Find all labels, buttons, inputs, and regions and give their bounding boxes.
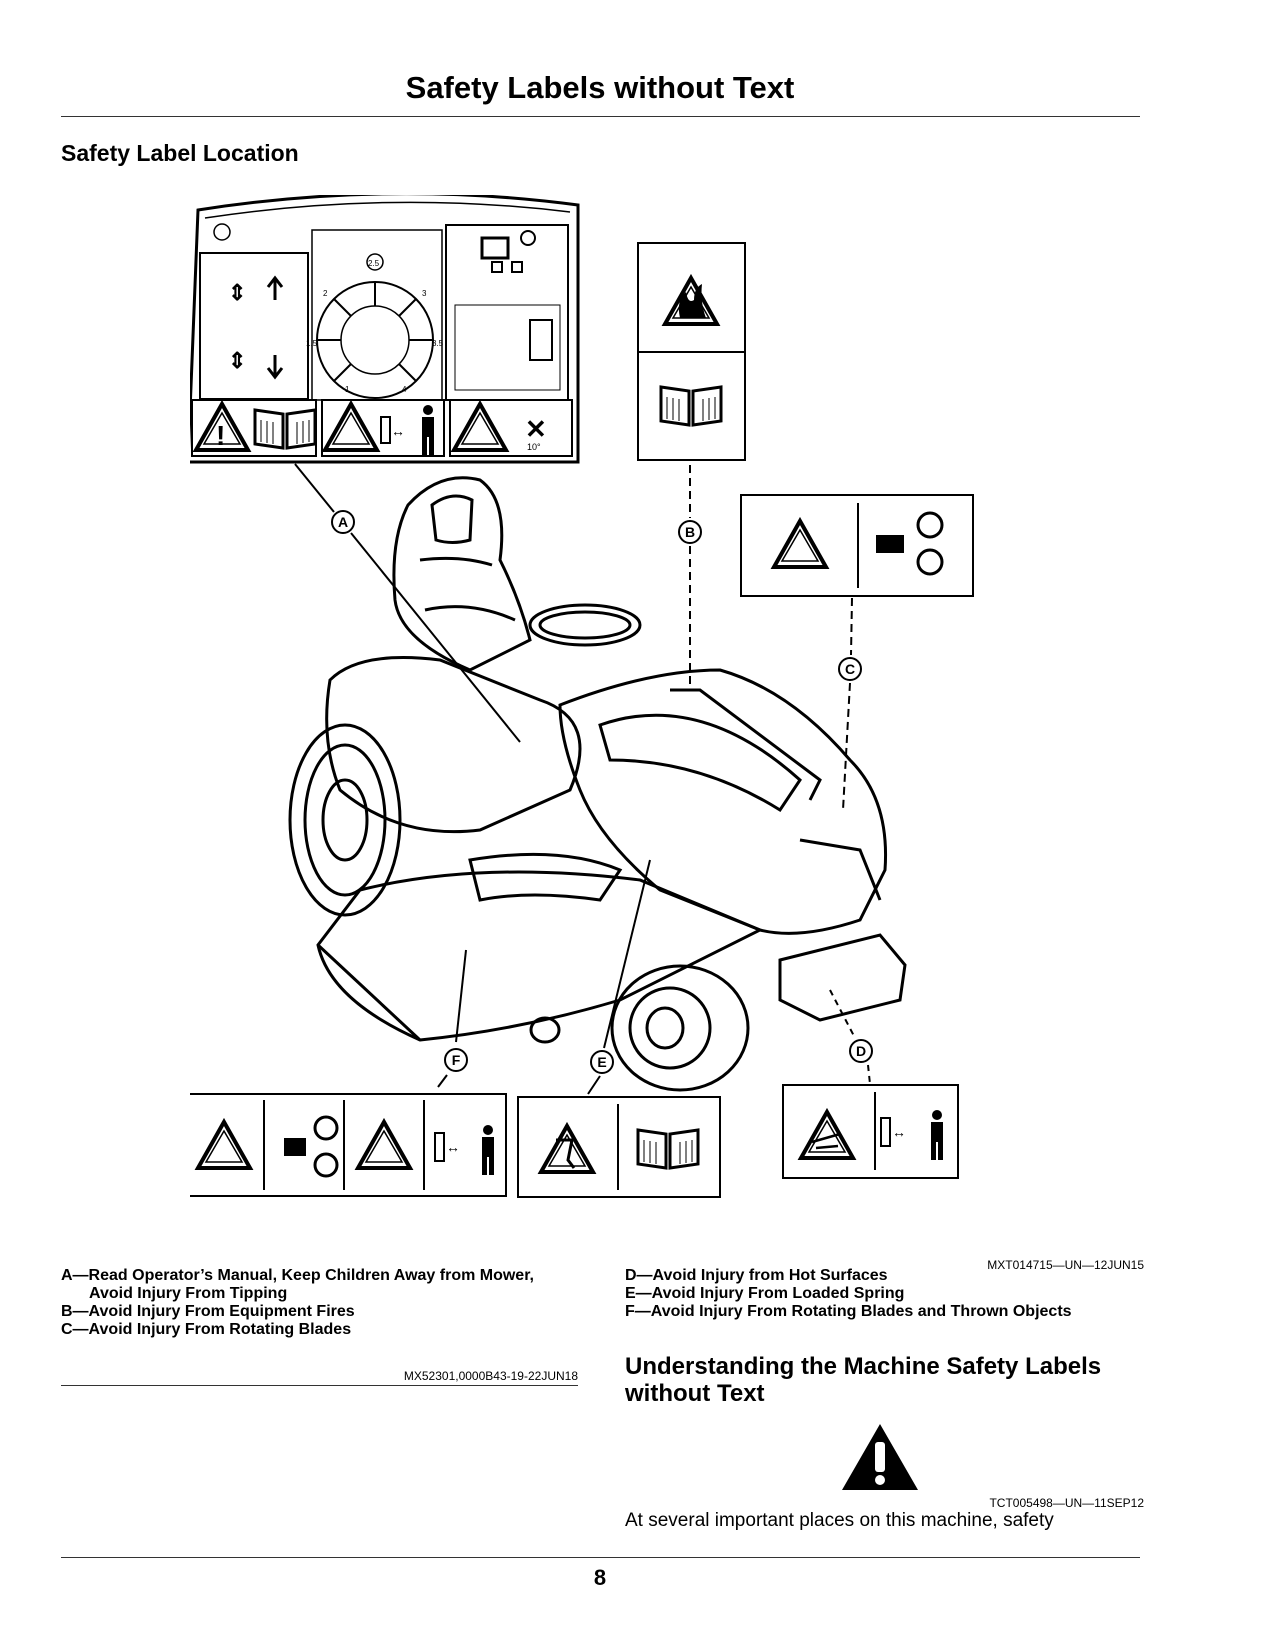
label-b-panel [637,242,746,461]
callout-c: C [845,661,855,677]
label-d-panel: ↔ [782,1084,959,1179]
caption-f: F—Avoid Injury From Rotating Blades and … [625,1303,1072,1320]
caption-a: A—Read Operator’s Manual, Keep Children … [61,1267,534,1284]
left-column-divider [61,1385,578,1386]
caption-d: D—Avoid Injury from Hot Surfaces [625,1267,888,1284]
callout-b: B [685,524,695,540]
callout-markers: A B C D E F [331,510,873,1074]
label-f-panel: ↔ [190,1093,507,1197]
label-a-panel: ⇕ ⇕ 2.5 2 3 1.5 3.5 1 4 ! [190,195,580,464]
caption-e: E—Avoid Injury From Loaded Spring [625,1285,905,1302]
svg-text:!: ! [216,420,225,451]
dial-mark-4: 4 [402,385,407,394]
slope-label: 10° [527,442,541,452]
dial-mark-2: 2 [323,289,328,298]
svg-text:↔: ↔ [892,1124,906,1140]
figure-code: MXT014715—UN—12JUN15 [987,1258,1144,1272]
icon-code: TCT005498—UN—11SEP12 [989,1496,1144,1510]
tractor-drawing [288,476,907,1092]
dial-mark-1-5: 1.5 [306,339,318,348]
warning-icon [842,1424,918,1490]
caption-b: B—Avoid Injury From Equipment Fires [61,1303,355,1320]
callout-e: E [597,1054,606,1070]
dial-mark-1: 1 [345,385,350,394]
callout-a: A [338,514,348,530]
leader-lines [294,463,871,1095]
svg-text:✕: ✕ [525,414,547,444]
dial-mark-2-5: 2.5 [368,259,380,268]
caption-c: C—Avoid Injury From Rotating Blades [61,1321,352,1338]
caption-a-cont: Avoid Injury From Tipping [89,1285,288,1302]
label-e-panel [517,1096,721,1198]
dial-mark-3: 3 [422,289,427,298]
body-text: At several important places on this mach… [625,1510,1054,1531]
reference-code: MX52301,0000B43-19-22JUN18 [403,1369,578,1383]
svg-text:↔: ↔ [391,423,405,439]
svg-text:⇕: ⇕ [228,280,246,305]
callout-f: F [452,1052,461,1068]
callout-d: D [856,1043,866,1059]
footer-divider [61,1557,1140,1558]
sub-heading: Understanding the Machine Safety Labels … [625,1353,1102,1407]
title-divider [61,116,1140,117]
dial-mark-3-5: 3.5 [432,339,444,348]
svg-text:⇕: ⇕ [228,348,246,373]
page-title: Safety Labels without Text [405,70,795,105]
section-heading: Safety Label Location [61,140,299,166]
page-number: 8 [593,1565,607,1590]
svg-text:↔: ↔ [446,1139,460,1155]
safety-label-location-figure: ⇕ ⇕ 2.5 2 3 1.5 3.5 1 4 ! [190,195,974,1198]
label-c-panel [740,494,974,597]
